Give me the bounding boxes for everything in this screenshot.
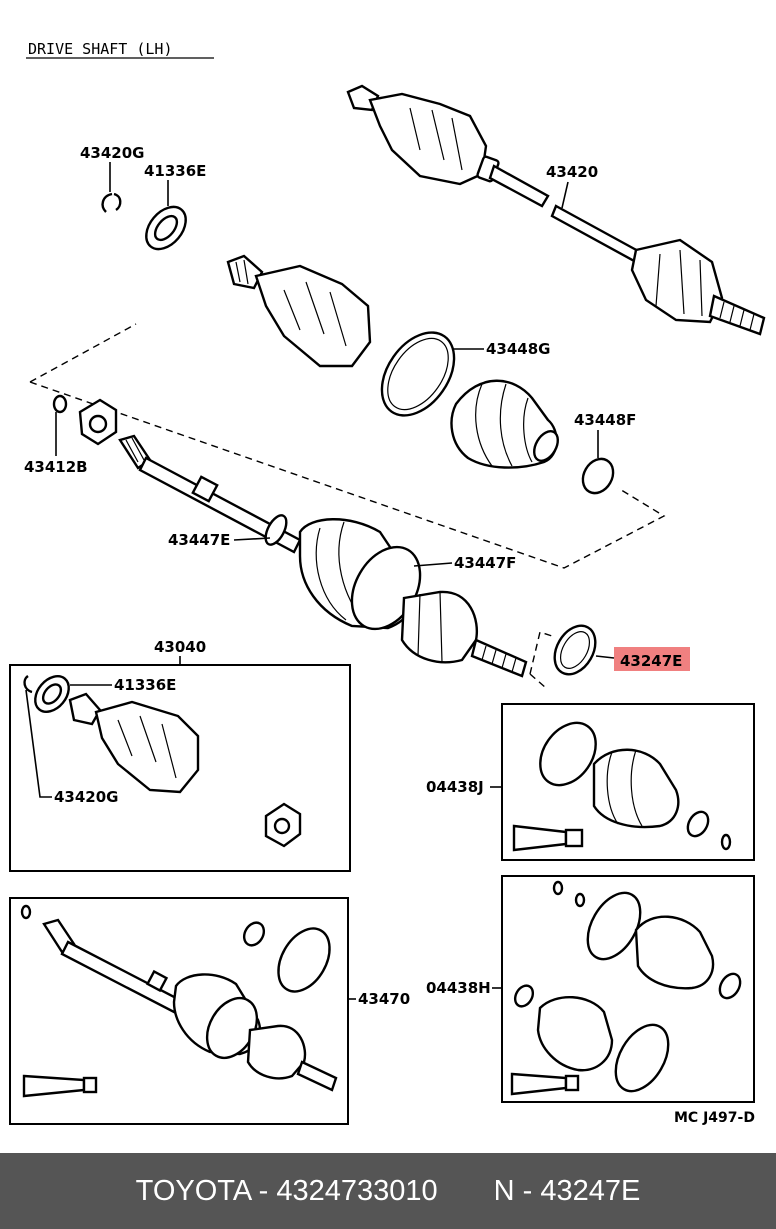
- boot-kit-j: [512, 721, 732, 852]
- outer-joint-box: [68, 692, 200, 794]
- footer-bar: TOYOTA - 4324733010 N - 43247E: [0, 1153, 776, 1229]
- footer-part-number: TOYOTA - 4324733010: [135, 1174, 438, 1207]
- label-43448g: 43448G: [486, 340, 551, 358]
- box-43470: [9, 897, 349, 1125]
- washer-top: [145, 205, 187, 251]
- label-43412b: 43412B: [24, 458, 88, 476]
- label-04438j: 04438J: [426, 778, 484, 796]
- circlip-43412b: [52, 394, 68, 414]
- boot-clamp-large: [380, 331, 456, 417]
- label-41336e-box: 41336E: [114, 676, 176, 694]
- label-43420g-top: 43420G: [80, 144, 145, 162]
- label-43470: 43470: [358, 990, 410, 1008]
- snap-ring-top: [101, 192, 122, 213]
- dust-deflector-43247e: [553, 624, 597, 676]
- label-43420g-box: 43420G: [54, 788, 119, 806]
- label-43247e: 43247E: [620, 652, 682, 670]
- shaft-assembly-box: [20, 904, 338, 1098]
- label-43447f: 43447F: [454, 554, 516, 572]
- snap-ring-box: [23, 675, 33, 694]
- highlight-43247e: [614, 647, 690, 671]
- label-43420: 43420: [546, 163, 598, 181]
- label-43448f: 43448F: [574, 411, 636, 429]
- tripod-joint-top: [78, 398, 118, 446]
- outer-boot: [450, 379, 559, 469]
- box-04438h: [501, 875, 755, 1103]
- washer-box: [34, 675, 70, 713]
- box-04438j: [501, 703, 755, 861]
- reference-code: MC J497-D: [674, 1110, 755, 1126]
- label-41336e-top: 41336E: [144, 162, 206, 180]
- tripod-box: [264, 802, 302, 848]
- label-43040: 43040: [154, 638, 206, 656]
- diagram-title: DRIVE SHAFT (LH): [28, 40, 173, 58]
- outer-joint-housing: [226, 254, 372, 368]
- boot-clamp-small: [581, 457, 615, 495]
- inboard-shaft-assembly: [118, 434, 528, 678]
- label-04438h: 04438H: [426, 979, 491, 997]
- boot-kit-h: [510, 880, 742, 1096]
- drive-shaft-assembly-top: [346, 84, 766, 336]
- label-43447e: 43447E: [168, 531, 230, 549]
- drive-shaft-diagram: DRIVE SHAFT (LH) 43420 43420G 41336E 434…: [9, 40, 766, 1126]
- footer-reference: N - 43247E: [493, 1174, 641, 1207]
